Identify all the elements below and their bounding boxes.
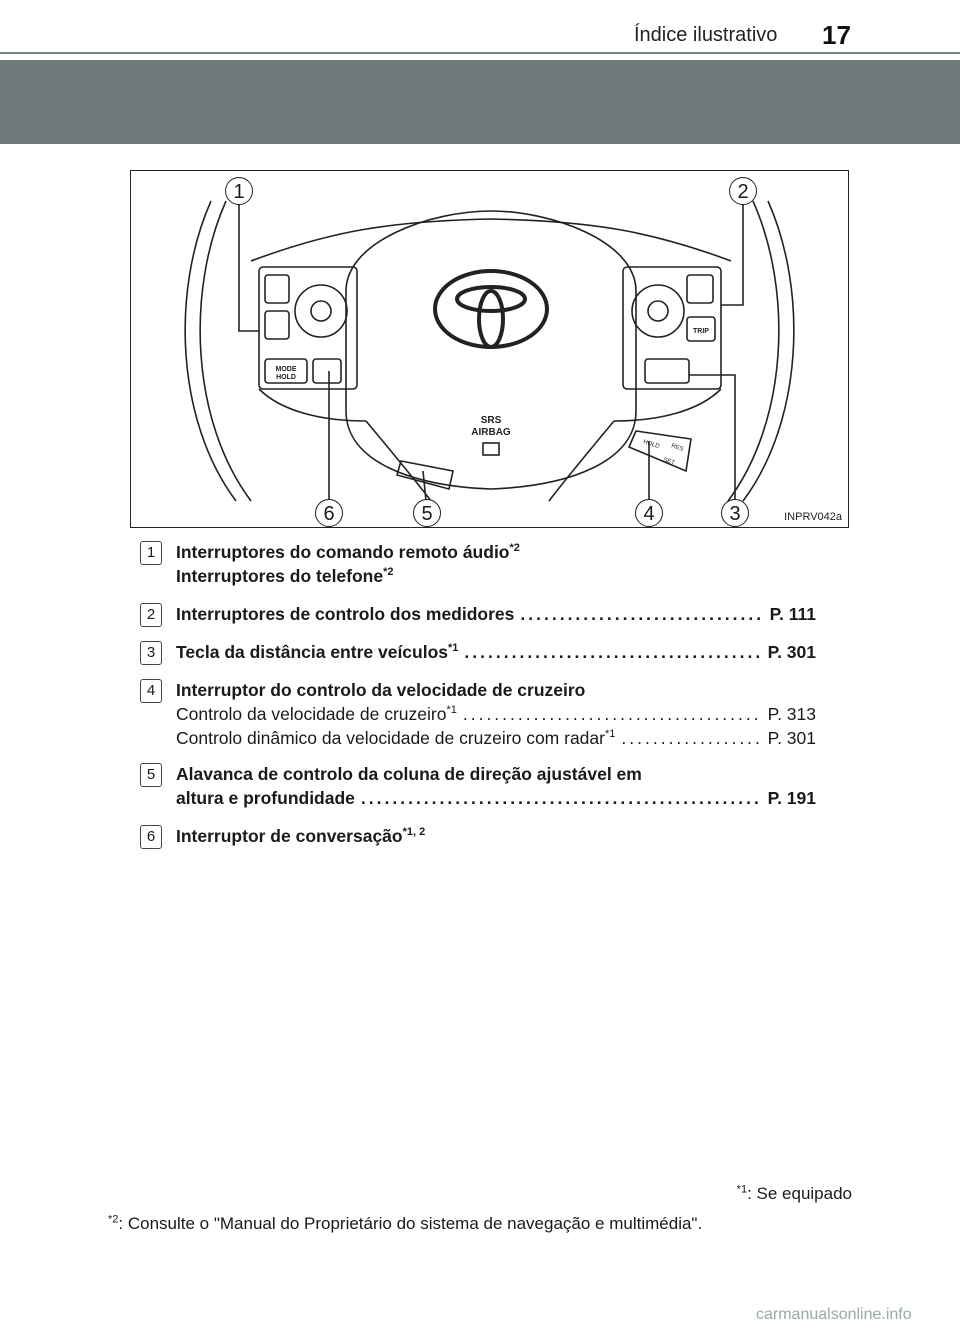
footnote-ref: *1, 2 xyxy=(402,826,426,839)
lever-set-label: SET xyxy=(662,457,675,466)
footnote-mark: *2 xyxy=(108,1213,119,1226)
mode-label: MODE xyxy=(276,366,297,373)
item-text: Tecla da distância entre veículos xyxy=(176,642,449,662)
item-text: Controlo da velocidade de cruzeiro xyxy=(176,704,447,724)
hold-label: HOLD xyxy=(276,374,296,381)
page-ref[interactable]: P. 313 xyxy=(767,704,816,724)
header-band xyxy=(0,60,960,144)
item-title: Interruptor do controlo da velocidade de… xyxy=(176,680,586,700)
footnote-mark: *1 xyxy=(736,1183,748,1196)
page-ref[interactable]: P. 301 xyxy=(767,728,816,748)
footnote-ref: *1 xyxy=(448,642,459,655)
header-rule xyxy=(0,52,960,54)
steering-wheel-drawing: SRS AIRBAG MODE HOLD TRIP RES HOLD SET xyxy=(184,193,795,512)
page-ref[interactable]: P. 111 xyxy=(769,604,816,624)
leader-dots: ........................................… xyxy=(360,788,762,808)
leader-dots: ........................................… xyxy=(520,604,764,624)
item-number: 3 xyxy=(140,641,162,665)
item-text: Controlo dinâmico da velocidade de cruze… xyxy=(176,728,605,748)
page-number: 17 xyxy=(822,20,851,50)
footnote-2: *2: Consulte o "Manual do Proprietário d… xyxy=(108,1214,702,1234)
airbag-label: AIRBAG xyxy=(471,427,511,438)
section-title: Índice ilustrativo xyxy=(634,24,778,46)
callout-3: 3 xyxy=(721,499,749,527)
lever-hold-label: HOLD xyxy=(642,439,660,450)
item-text: Interruptores do telefone xyxy=(176,566,384,586)
item-number: 1 xyxy=(140,541,162,565)
footnote-ref: *1 xyxy=(604,728,616,741)
item-number: 5 xyxy=(140,763,162,787)
item-text: Interruptores de controlo dos medidores xyxy=(176,604,515,624)
footnote-1: *1: Se equipado xyxy=(737,1184,852,1204)
callout-6: 6 xyxy=(315,499,343,527)
srs-label: SRS xyxy=(481,415,502,426)
footnote-ref: *1 xyxy=(446,704,457,717)
callout-5: 5 xyxy=(413,499,441,527)
footnote-text: : Consulte o "Manual do Proprietário do … xyxy=(118,1214,703,1233)
lever-res-label: RES xyxy=(670,443,684,453)
page-ref[interactable]: P. 191 xyxy=(767,788,816,808)
figure-code: INPRV042a xyxy=(784,511,842,523)
trip-label: TRIP xyxy=(693,328,709,335)
footnote-ref: *2 xyxy=(509,542,520,555)
callout-4: 4 xyxy=(635,499,663,527)
footnote-ref: *2 xyxy=(383,566,394,579)
item-text: Alavanca de controlo da coluna de direçã… xyxy=(176,764,642,784)
footnote-text: : Se equipado xyxy=(747,1184,852,1203)
leader-dots: ........................................… xyxy=(462,704,762,724)
page-ref[interactable]: P. 301 xyxy=(767,642,816,662)
item-number: 2 xyxy=(140,603,162,627)
item-text: Interruptor de conversação xyxy=(176,826,403,846)
callout-1: 1 xyxy=(225,177,253,205)
steering-wheel-figure: SRS AIRBAG MODE HOLD TRIP RES HOLD SET 1… xyxy=(130,170,849,528)
item-text: altura e profundidade xyxy=(176,788,355,808)
watermark: carmanualsonline.info xyxy=(756,1306,912,1323)
item-number: 6 xyxy=(140,825,162,849)
leader-dots: ........................................… xyxy=(621,728,762,748)
item-text: Interruptores do comando remoto áudio xyxy=(176,542,510,562)
item-number: 4 xyxy=(140,679,162,703)
leader-dots: ........................................… xyxy=(464,642,762,662)
callout-2: 2 xyxy=(729,177,757,205)
